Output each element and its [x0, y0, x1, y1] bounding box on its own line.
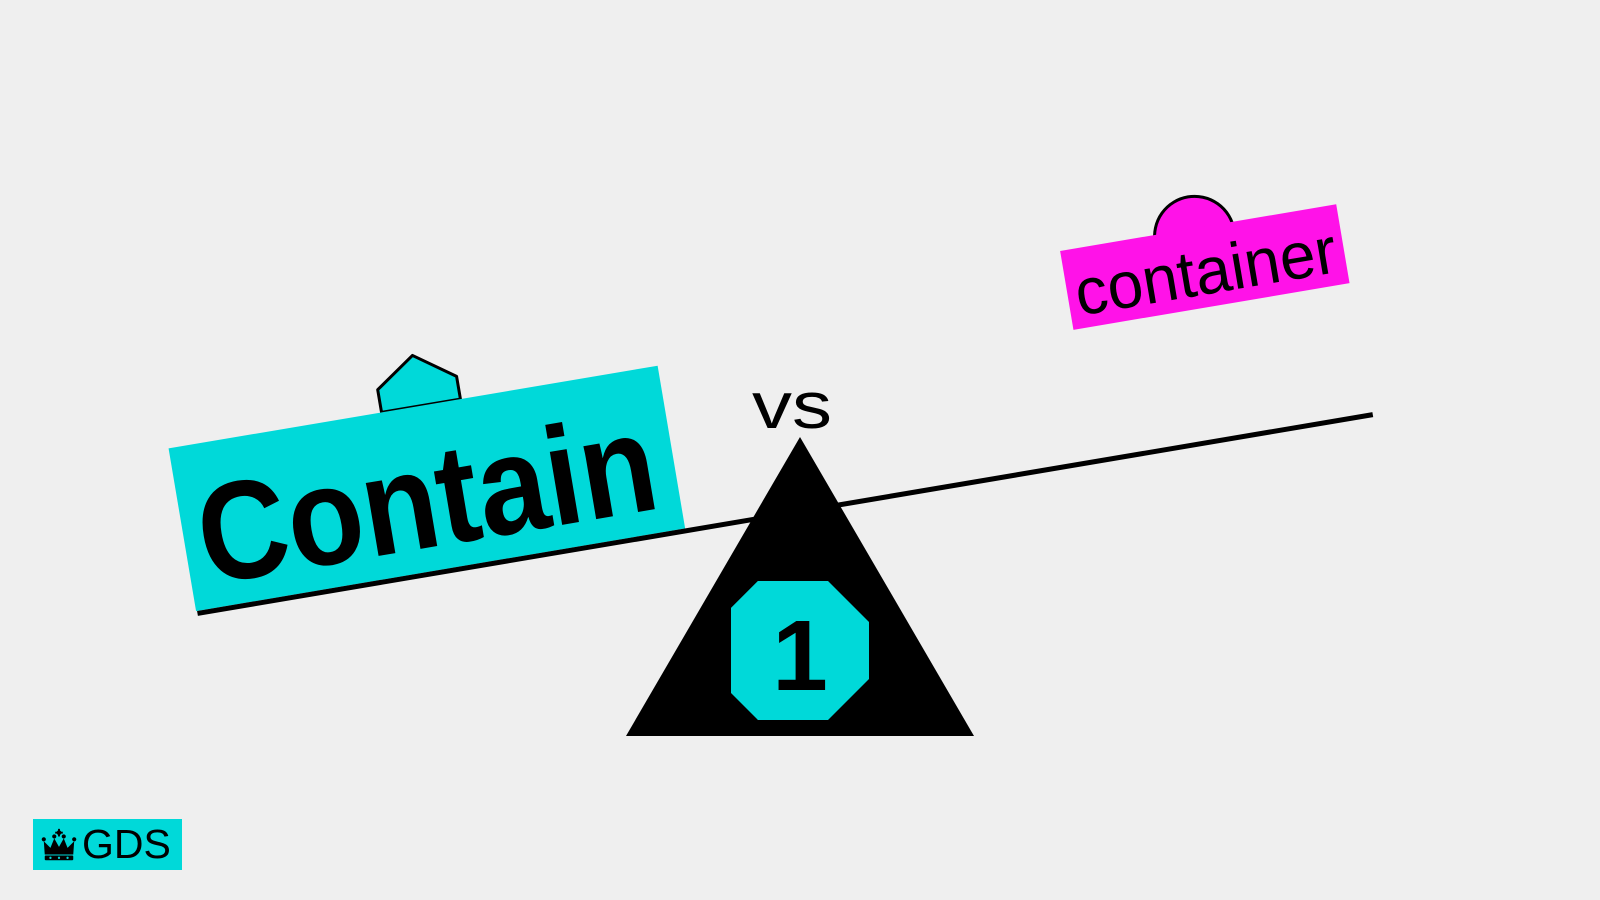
vs-label: vs: [752, 368, 832, 442]
left-word-block: [168, 365, 686, 612]
octagon-badge: [731, 581, 869, 720]
fulcrum-number: 1: [772, 600, 828, 712]
right-word-block: [1060, 204, 1350, 330]
gds-logo: GDS: [33, 819, 182, 870]
octagon-badge-left-edge: [731, 581, 758, 720]
crown-icon: [41, 828, 77, 860]
hexagon-weight-shape: [376, 353, 462, 414]
logo-text: GDS: [82, 821, 171, 867]
